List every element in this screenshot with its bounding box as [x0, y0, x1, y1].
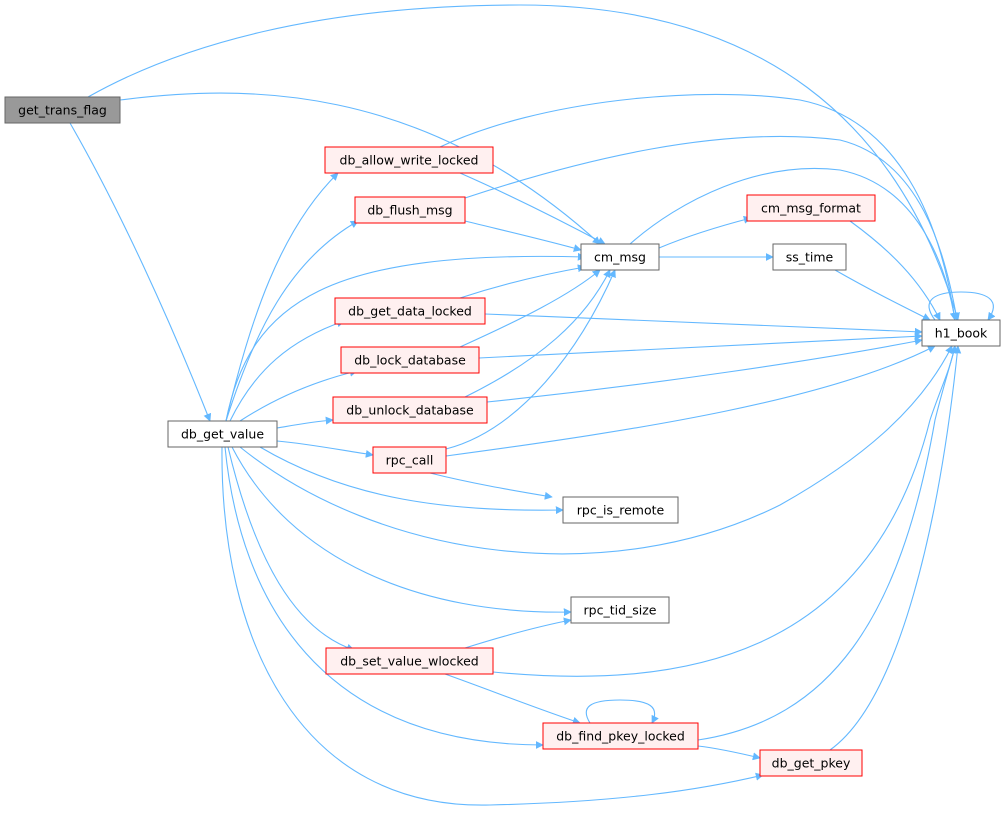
- edge-db-lock-database-to-h1-book: [478, 332, 923, 359]
- node-cm-msg[interactable]: cm_msg: [580, 243, 660, 271]
- node-label: db_unlock_database: [346, 403, 474, 418]
- node-h1-book[interactable]: h1_book: [921, 319, 1001, 347]
- node-db-allow-write-locked[interactable]: db_allow_write_locked: [324, 146, 494, 174]
- node-label: rpc_tid_size: [584, 603, 657, 618]
- node-box: [4, 96, 121, 124]
- node-label: db_find_pkey_locked: [556, 729, 685, 744]
- node-box: [562, 496, 679, 524]
- edge-db-get-value-to-cm-msg: [225, 252, 586, 422]
- node-box: [354, 196, 466, 224]
- edge-get-trans-flag-to-cm-msg: [119, 92, 601, 245]
- node-db-get-pkey[interactable]: db_get_pkey: [759, 749, 863, 777]
- edge-db-get-value-to-db-set-value-wlocked: [227, 446, 355, 652]
- edges-layer: [69, 4, 996, 806]
- node-box: [759, 749, 863, 777]
- node-cm-msg-format[interactable]: cm_msg_format: [746, 194, 876, 222]
- node-label: get_trans_flag: [18, 103, 107, 118]
- node-box: [580, 243, 660, 271]
- edge-db-allow-write-locked-to-cm-msg: [459, 172, 606, 245]
- edge-db-get-value-to-db-find-pkey-locked: [224, 446, 544, 749]
- edge-db-set-value-wlocked-to-rpc-tid-size: [464, 617, 572, 649]
- edge-db-flush-msg-to-cm-msg: [464, 220, 582, 252]
- edge-db-find-pkey-locked-to-db-find-pkey-locked: [585, 699, 659, 724]
- node-ss-time[interactable]: ss_time: [772, 243, 847, 271]
- edge-rpc-call-to-rpc-is-remote: [429, 472, 553, 500]
- node-box: [542, 722, 699, 750]
- edge-db-allow-write-locked-to-h1-book: [439, 93, 958, 321]
- node-label: rpc_call: [386, 453, 434, 468]
- edge-db-get-value-to-db-unlock-database: [276, 416, 334, 429]
- node-label: db_get_pkey: [772, 756, 851, 771]
- edge-db-get-value-to-h1-book: [239, 345, 953, 555]
- node-label: db_lock_database: [354, 353, 466, 368]
- node-box: [772, 243, 847, 271]
- node-box: [340, 346, 480, 374]
- edge-db-get-data-locked-to-cm-msg: [459, 264, 586, 299]
- edge-db-unlock-database-to-cm-msg: [464, 269, 611, 398]
- edge-db-get-value-to-rpc-tid-size: [231, 446, 572, 617]
- node-rpc-is-remote[interactable]: rpc_is_remote: [562, 496, 679, 524]
- edge-db-set-value-wlocked-to-db-find-pkey-locked: [444, 673, 581, 725]
- node-label: rpc_is_remote: [577, 503, 665, 518]
- node-box: [332, 396, 488, 424]
- edge-get-trans-flag-to-h1-book: [87, 4, 960, 321]
- node-db-get-data-locked[interactable]: db_get_data_locked: [334, 297, 486, 325]
- edge-db-flush-msg-to-h1-book: [464, 135, 960, 321]
- node-db-find-pkey-locked[interactable]: db_find_pkey_locked: [542, 722, 699, 750]
- edge-db-find-pkey-locked-to-h1-book: [697, 345, 958, 741]
- node-db-set-value-wlocked[interactable]: db_set_value_wlocked: [325, 647, 494, 675]
- edge-db-get-value-to-db-lock-database: [239, 368, 358, 422]
- edge-cm-msg-format-to-h1-book: [849, 220, 941, 321]
- nodes-layer: get_trans_flag db_get_value db_allow_write…: [4, 96, 1001, 777]
- node-box: [746, 194, 876, 222]
- edge-db-set-value-wlocked-to-h1-book: [492, 345, 958, 677]
- edge-db-get-value-to-db-get-pkey: [221, 446, 764, 806]
- node-rpc-call[interactable]: rpc_call: [372, 446, 447, 474]
- edge-cm-msg-to-cm-msg-format: [658, 215, 752, 249]
- node-label: db_get_data_locked: [348, 304, 472, 319]
- edge-db-get-value-to-rpc-call: [276, 440, 374, 458]
- node-label: cm_msg: [594, 250, 646, 265]
- edge-db-get-value-to-db-flush-msg: [225, 220, 359, 422]
- node-rpc-tid-size[interactable]: rpc_tid_size: [570, 596, 670, 624]
- edge-db-get-value-to-db-get-data-locked: [229, 319, 345, 422]
- edge-h1-book-to-h1-book: [928, 291, 996, 321]
- node-label: db_set_value_wlocked: [340, 654, 479, 669]
- edge-get-trans-flag-to-db-get-value: [69, 122, 212, 422]
- node-label: db_flush_msg: [367, 203, 452, 218]
- node-db-get-value[interactable]: db_get_value: [167, 420, 278, 448]
- edge-db-unlock-database-to-h1-book: [486, 337, 923, 403]
- node-box: [167, 420, 278, 448]
- node-db-flush-msg[interactable]: db_flush_msg: [354, 196, 466, 224]
- edge-db-get-value-to-rpc-is-remote: [259, 446, 564, 515]
- node-get-trans-flag[interactable]: get_trans_flag: [4, 96, 121, 124]
- edge-rpc-call-to-cm-msg: [445, 269, 616, 450]
- node-label: db_get_value: [181, 427, 264, 442]
- edge-db-get-value-to-db-allow-write-locked: [225, 172, 339, 422]
- node-db-lock-database[interactable]: db_lock_database: [340, 346, 480, 374]
- edge-db-get-pkey-to-h1-book: [829, 345, 962, 751]
- node-label: cm_msg_format: [761, 201, 861, 216]
- edge-cm-msg-to-h1-book: [629, 167, 958, 321]
- node-box: [921, 319, 1001, 347]
- node-box: [570, 596, 670, 624]
- node-label: db_allow_write_locked: [340, 153, 479, 168]
- node-box: [325, 647, 494, 675]
- edge-ss-time-to-h1-book: [834, 269, 931, 321]
- node-db-unlock-database[interactable]: db_unlock_database: [332, 396, 488, 424]
- edge-db-find-pkey-locked-to-db-get-pkey: [697, 745, 761, 761]
- node-box: [324, 146, 494, 174]
- node-box: [372, 446, 447, 474]
- edge-rpc-call-to-h1-book: [445, 345, 936, 457]
- node-box: [334, 297, 486, 325]
- edge-db-lock-database-to-cm-msg: [459, 269, 601, 348]
- node-label: ss_time: [786, 250, 834, 265]
- edge-db-get-data-locked-to-h1-book: [484, 313, 923, 336]
- node-label: h1_book: [935, 326, 988, 341]
